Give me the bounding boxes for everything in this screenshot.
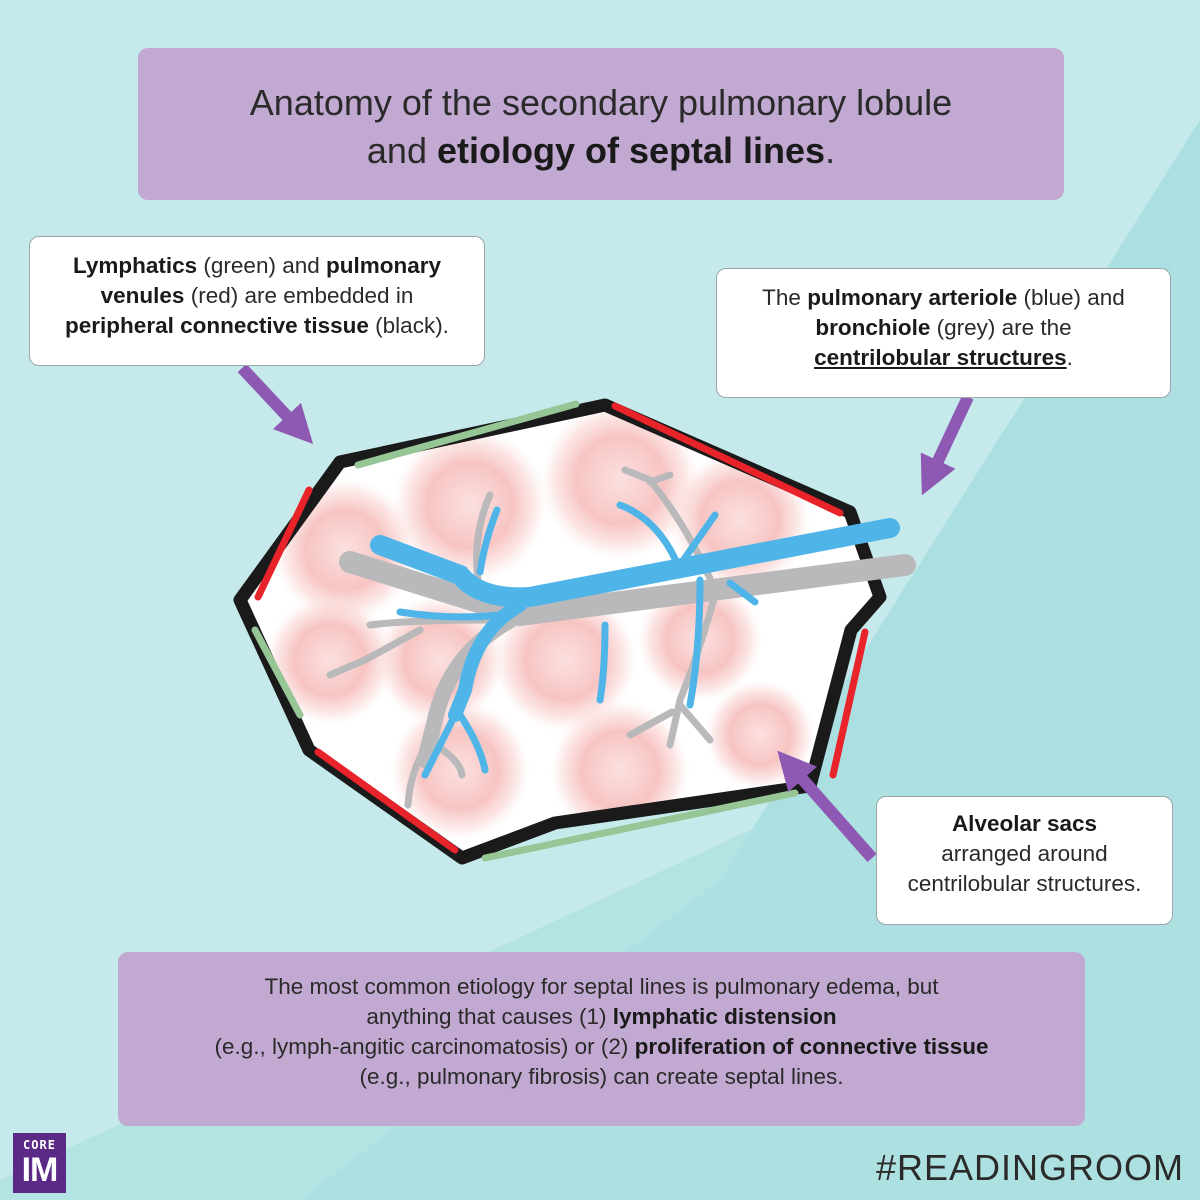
venule: [611, 402, 844, 517]
logo-core-text: CORE: [23, 1138, 56, 1152]
lymphatic-vessel: [251, 626, 304, 719]
label-centrilobular-structures: centrilobular structures: [814, 345, 1067, 370]
label-connective-tissue: peripheral connective tissue: [65, 313, 369, 338]
arteriole-trunk: [370, 518, 900, 608]
text-fragment: (grey) are the: [930, 315, 1072, 340]
title-line-2-post: .: [825, 130, 836, 171]
note-line-4: (e.g., pulmonary fibrosis) can create se…: [359, 1064, 844, 1089]
arteriole-branch: [456, 711, 489, 774]
text-fragment: centrilobular structures.: [907, 871, 1142, 896]
label-pulmonary: pulmonary: [326, 253, 442, 278]
etiology-note-box: The most common etiology for septal line…: [118, 952, 1085, 1126]
lymphatic-vessel: [354, 400, 580, 469]
alveolar-sac: [375, 595, 505, 725]
label-lymphatic-distension: lymphatic distension: [612, 1004, 837, 1029]
label-pulmonary-arteriole: pulmonary arteriole: [807, 285, 1018, 310]
arteriole-branch: [726, 579, 759, 606]
page-title: Anatomy of the secondary pulmonary lobul…: [138, 79, 1064, 175]
venule: [254, 486, 313, 601]
title-line-2-pre: and: [366, 130, 437, 171]
arrow-to-centrilobular: [920, 394, 974, 496]
label-venules: venules: [100, 283, 185, 308]
text-fragment: (black).: [368, 313, 449, 338]
bronchiole-branch: [676, 701, 714, 744]
text-fragment: (red) are embedded in: [184, 283, 414, 308]
hashtag-readingroom: #READINGROOM: [875, 1147, 1184, 1188]
arteriole: [370, 501, 900, 779]
callout-arrows: [237, 363, 974, 862]
venule: [314, 748, 459, 854]
text-fragment: .: [1066, 345, 1073, 370]
core-im-logo: CORE IM: [13, 1133, 66, 1193]
text-fragment: (blue) and: [1017, 285, 1125, 310]
venule: [829, 628, 869, 779]
arteriole-branch: [686, 576, 704, 709]
lymphatics: [251, 400, 799, 862]
callout-alveolar-sacs: Alveolar sacs arranged around centrilobu…: [876, 796, 1173, 925]
arrow-to-periphery: [237, 363, 314, 445]
bronchiole-branch: [626, 708, 676, 739]
label-lymphatics: Lymphatics: [72, 253, 198, 278]
alveolar-sac: [392, 427, 548, 583]
label-alveolar-sacs: Alveolar sacs: [951, 811, 1098, 836]
note-line-3: (e.g., lymph-angitic carcinomatosis) or …: [214, 1034, 635, 1059]
text-fragment: (green) and: [197, 253, 326, 278]
logo-im-text: IM: [21, 1151, 59, 1189]
arrow-to-alveolar-sacs: [777, 750, 877, 862]
bronchiole-branch: [326, 626, 424, 679]
note-line-2: anything that causes (1): [366, 1004, 613, 1029]
arteriole-branch: [616, 501, 684, 574]
arteriole-branch: [396, 608, 504, 621]
callout-centrilobular-structures: The pulmonary arteriole (blue) and bronc…: [716, 268, 1171, 398]
alveolar-sac: [265, 595, 395, 725]
alveolar-sac: [540, 405, 700, 560]
arteriole-branch: [448, 598, 527, 722]
title-line-2-bold: etiology of septal lines: [436, 130, 826, 171]
note-line-1: The most common etiology for septal line…: [264, 974, 939, 999]
bronchiole: [326, 466, 916, 809]
label-bronchiole: bronchiole: [815, 315, 931, 340]
text-fragment: The: [762, 285, 808, 310]
bronchiole-branch: [404, 736, 434, 809]
title-line-1: Anatomy of the secondary pulmonary lobul…: [249, 82, 953, 123]
venules: [254, 402, 869, 854]
text-fragment: arranged around: [941, 841, 1108, 866]
lymphatic-vessel: [481, 789, 799, 862]
callout-peripheral-structures: Lymphatics (green) and pulmonary venules…: [29, 236, 485, 366]
arteriole-branch: [476, 506, 501, 576]
title-box: Anatomy of the secondary pulmonary lobul…: [138, 48, 1064, 200]
arteriole-branch: [676, 511, 719, 569]
bronchiole-branch: [646, 471, 674, 486]
arteriole-branch: [596, 621, 609, 704]
label-proliferation-connective-tissue: proliferation of connective tissue: [634, 1034, 989, 1059]
arteriole-branch: [421, 711, 459, 779]
